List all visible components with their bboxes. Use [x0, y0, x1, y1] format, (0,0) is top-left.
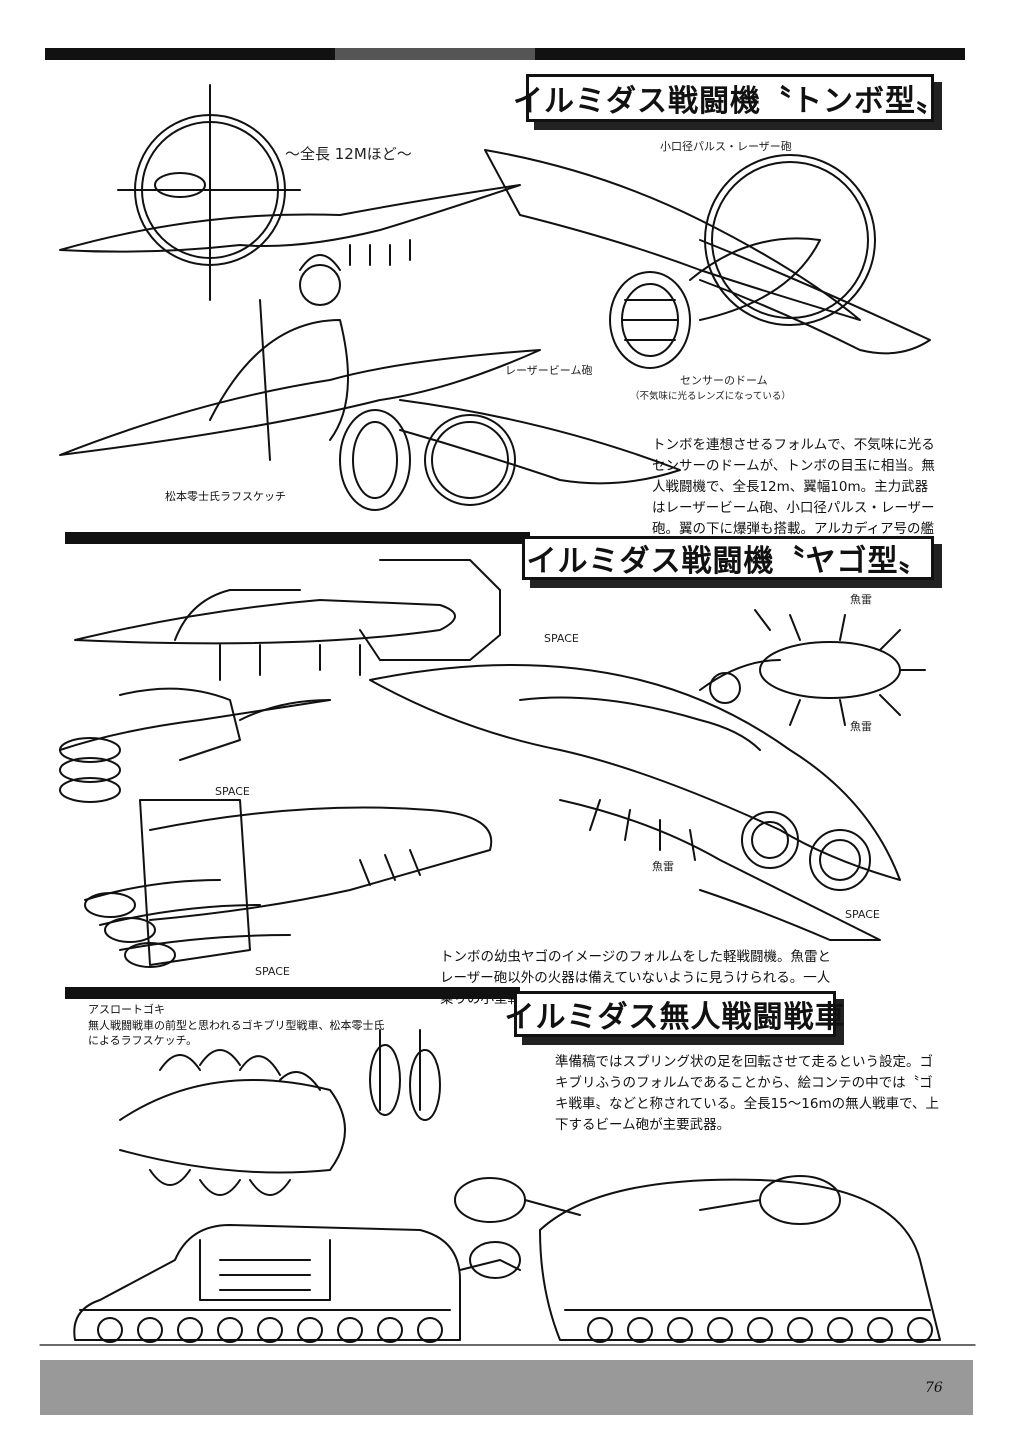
tank-rough-sketch — [119, 1029, 441, 1196]
yago-top-oblique — [84, 799, 493, 968]
annotation-space-3: SPACE — [845, 908, 880, 921]
annotation-length: ～全長 12Mほど～ — [285, 145, 412, 163]
mid-rule-2 — [65, 987, 520, 999]
annotation-pulse-laser: 小口径パルス・レーザー砲 — [660, 140, 792, 153]
section-title-tank: イルミダス無人戦闘戦車 — [505, 991, 845, 1037]
yago-torpedo — [699, 609, 926, 726]
yago-main-view — [369, 664, 901, 941]
tank-caption-title: アスロートゴキ — [88, 1003, 165, 1016]
yago-description: トンボの幼虫ヤゴのイメージのフォルムをした軽戦闘機。魚雷とレーザー砲以外の火器は… — [440, 949, 831, 1007]
annotation-beam: レーザービーム砲 — [505, 364, 593, 377]
annotation-sensor-note: （不気味に光るレンズになっている） — [630, 391, 791, 402]
annotation-torpedo-2: 魚雷 — [850, 720, 872, 733]
yago-side-view — [74, 559, 501, 681]
tonbo-sketch-front — [59, 84, 521, 306]
annotation-torpedo-1: 魚雷 — [850, 593, 872, 606]
annotation-space-2: SPACE — [215, 785, 250, 798]
annotation-space-4: SPACE — [255, 965, 290, 978]
mid-rule-1 — [65, 532, 530, 544]
top-rule-right — [535, 48, 965, 60]
footer-band — [40, 1360, 973, 1415]
tonbo-sketch-oblique — [484, 149, 931, 369]
tank-right — [454, 1175, 941, 1343]
page-number: 76 — [925, 1380, 943, 1396]
yago-front-oblique — [59, 687, 331, 803]
tank-left — [73, 1224, 521, 1343]
annotation-space-1: SPACE — [544, 632, 579, 645]
tank-caption-body: 無人戦闘戦車の前型と思われるゴキブリ型戦車、松本零士氏によるラフスケッチ。 — [88, 1019, 385, 1047]
section-title-tonbo: イルミダス戦闘機〝トンボ型〟 — [513, 74, 946, 122]
section-title-yago: イルミダス戦闘機〝ヤゴ型〟 — [522, 536, 934, 580]
top-rule-left — [45, 48, 335, 60]
top-rule-mid — [335, 48, 535, 60]
annotation-torpedo-3: 魚雷 — [652, 860, 674, 873]
tonbo-rough-sketch — [59, 299, 681, 511]
tank-description: 準備稿ではスプリング状の足を回転させて走るという設定。ゴキブリふうのフォルムであ… — [555, 1054, 940, 1133]
tonbo-caption: 松本零士氏ラフスケッチ — [165, 490, 286, 503]
annotation-sensor: センサーのドーム — [680, 374, 768, 387]
